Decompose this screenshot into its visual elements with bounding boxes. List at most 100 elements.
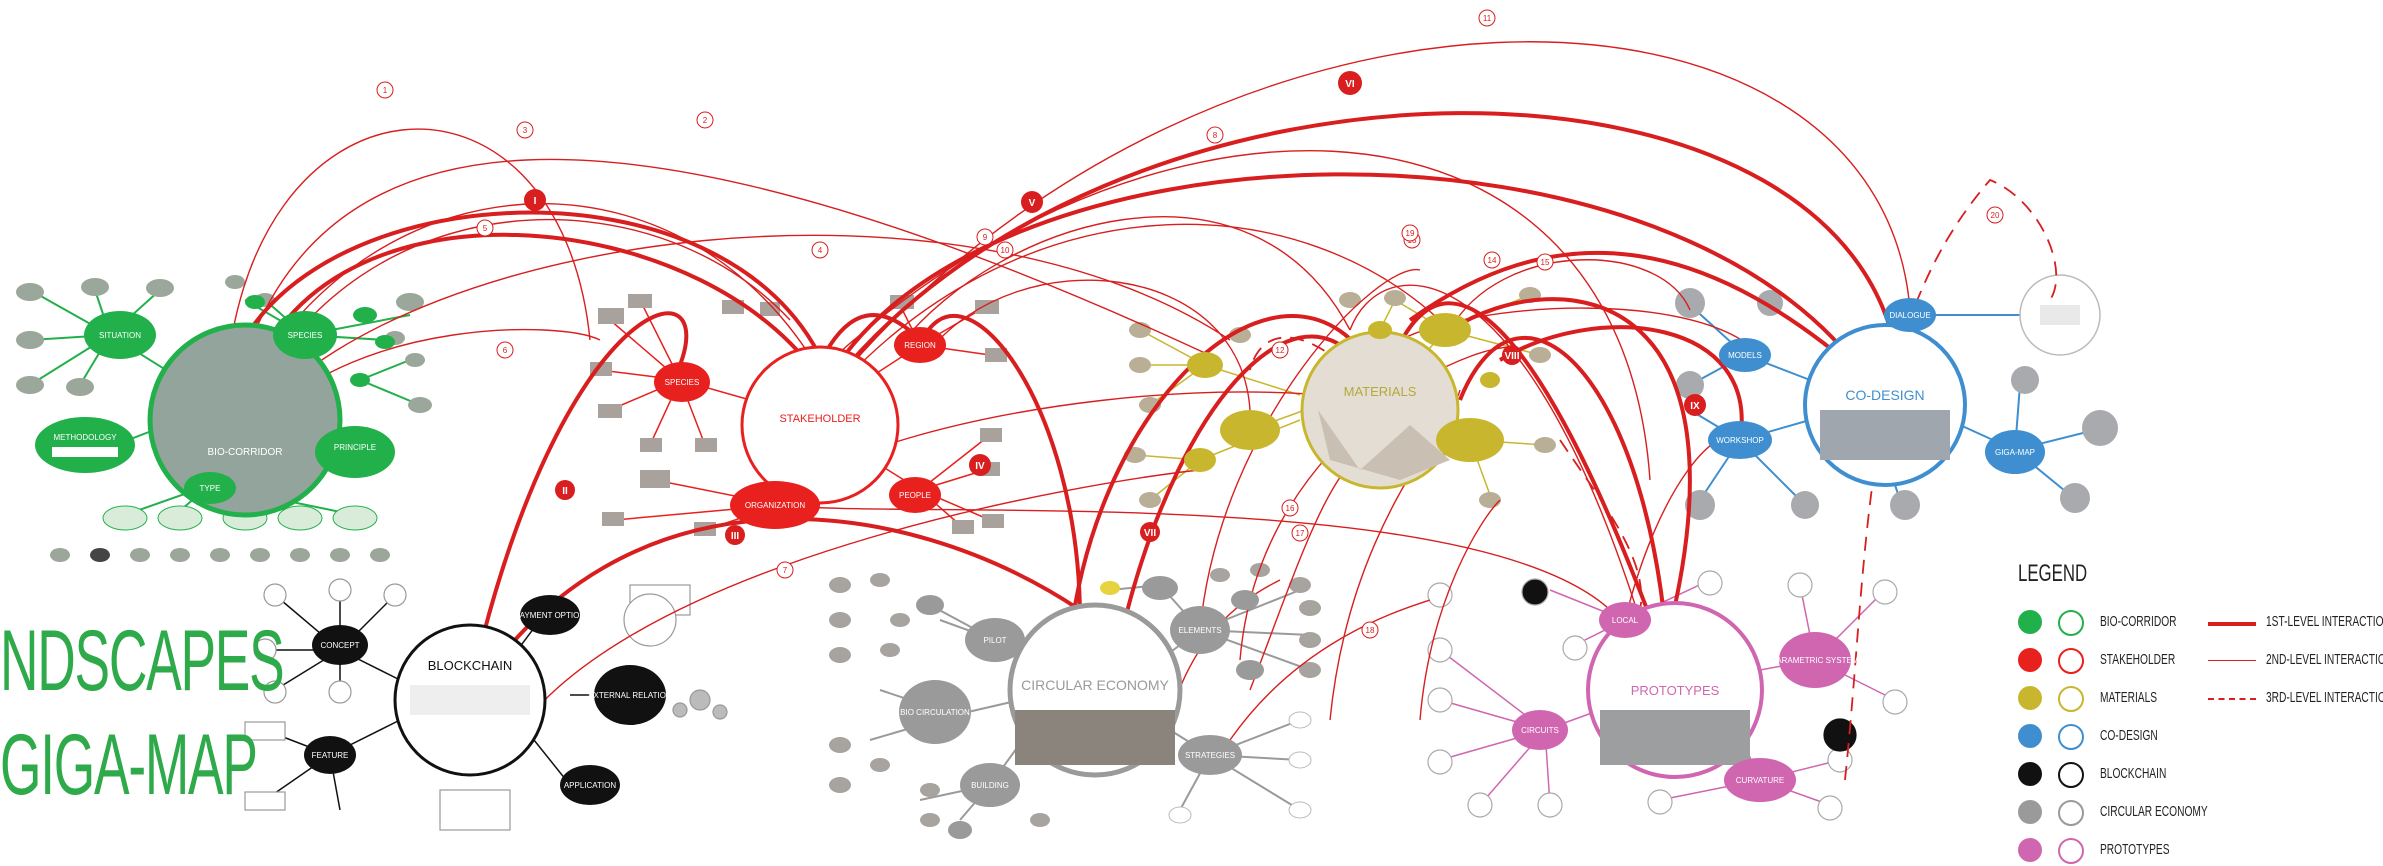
bio-corridor-hub-label: BIO-CORRIDOR [208,447,283,458]
legend-line-label: 2ND-LEVEL INTERACTION [2266,651,2383,668]
legend-row: BLOCKCHAIN [2018,760,2378,790]
svg-text:BUILDING: BUILDING [971,781,1009,790]
node-type: TYPE [184,472,236,504]
blockchain-hub-label: BLOCKCHAIN [428,658,513,673]
marker-4: 4 [811,241,829,259]
map-title-line1: NDSCAPES [0,613,285,709]
marker-20: 20 [1986,206,2004,224]
legend-line-thick [2208,622,2256,626]
marker-10: 10 [996,241,1014,259]
node-workshop: WORKSHOP [1708,421,1772,459]
svg-text:METHODOLOGY: METHODOLOGY [53,433,117,442]
legend-title: LEGEND [2018,560,2088,587]
svg-text:IX: IX [1690,401,1700,412]
svg-text:1: 1 [383,86,388,95]
svg-text:PARAMETRIC SYSTEM: PARAMETRIC SYSTEM [1772,656,1859,665]
blockchain-hub: BLOCKCHAIN [393,623,547,777]
svg-text:18: 18 [1366,626,1375,635]
roman-markers: I II III IV V VI VII VIII IX [524,71,1706,545]
svg-text:III: III [731,531,740,542]
svg-text:IV: IV [975,461,985,472]
svg-text:VII: VII [1144,528,1156,539]
map-title-line2: GIGA-MAP [0,717,258,813]
legend-ring-dot [2058,800,2084,826]
node-application: APPLICATION [560,765,620,805]
node-external-relation: EXTERNAL RELATION [588,665,672,725]
marker-1: 1 [376,81,394,99]
legend-row: STAKEHOLDER 2ND-LEVEL INTERACTION [2018,646,2383,676]
marker-viii: VIII [1502,345,1522,365]
node-principle: PRINCIPLE [315,426,395,478]
svg-text:2: 2 [703,116,708,125]
stakeholder-hub-label: STAKEHOLDER [779,413,860,425]
marker-vii: VII [1140,522,1160,542]
bio-corridor-hub: BIO-CORRIDOR [147,322,343,518]
svg-text:5: 5 [483,224,488,233]
prototypes-thumbnails [1427,570,1908,821]
node-local: LOCAL [1599,602,1651,638]
blockchain-thumbnails [244,578,728,831]
legend-item-label: STAKEHOLDER [2100,651,2176,668]
svg-text:TYPE: TYPE [200,484,221,493]
marker-ix: IX [1684,394,1706,416]
prototypes-hub: PROTOTYPES [1586,601,1764,779]
sub-nodes: SITUATION SPECIES METHODOLOGY PRINCIPLE … [35,295,2045,839]
svg-text:15: 15 [1541,258,1550,267]
legend-line-dashed [2208,698,2256,700]
node-elements: ELEMENTS [1170,606,1230,654]
legend-filled-dot [2018,724,2042,748]
svg-text:17: 17 [1296,529,1305,538]
legend-row: PROTOTYPES [2018,836,2378,866]
node-bio-circulation: BIO CIRCULATION [899,680,971,744]
node-payment-option: PAYMENT OPTION [515,595,585,635]
legend-filled-dot [2018,800,2042,824]
svg-text:VI: VI [1345,79,1355,90]
legend-line-label: 3RD-LEVEL INTERACTION [2266,689,2383,706]
svg-text:DIALOGUE: DIALOGUE [1889,311,1930,320]
marker-5: 5 [476,219,494,237]
svg-text:WORKSHOP: WORKSHOP [1716,436,1764,445]
legend-filled-dot [2018,762,2042,786]
svg-text:4: 4 [818,246,823,255]
legend-ring-dot [2058,724,2084,750]
legend-ring-dot [2058,762,2084,788]
marker-i: I [524,189,546,211]
svg-text:MODELS: MODELS [1728,351,1762,360]
svg-text:APPLICATION: APPLICATION [564,781,617,790]
svg-text:6: 6 [503,346,508,355]
legend-row: MATERIALS 3RD-LEVEL INTERACTION [2018,684,2383,714]
svg-text:PRINCIPLE: PRINCIPLE [334,443,376,452]
legend-filled-dot [2018,648,2042,672]
legend-ring-dot [2058,610,2084,636]
legend-item-label: CIRCULAR ECONOMY [2100,803,2208,820]
legend-line-thin [2208,660,2256,661]
svg-text:11: 11 [1483,14,1492,23]
stakeholder-hub: STAKEHOLDER [740,345,900,505]
node-building: BUILDING [960,763,1020,807]
svg-text:PEOPLE: PEOPLE [899,491,931,500]
node-strategies: STRATEGIES [1178,735,1242,775]
legend-line-label: 1ST-LEVEL INTERACTION [2266,613,2383,630]
materials-hub-label: MATERIALS [1344,384,1417,399]
node-feature: FEATURE [304,736,356,774]
svg-text:SITUATION: SITUATION [99,331,141,340]
node-region: REGION [894,327,946,363]
marker-19: 19 [1401,224,1419,242]
co-design-thumbnails [1675,274,2118,520]
svg-text:LOCAL: LOCAL [1612,616,1639,625]
node-curvature: CURVATURE [1724,758,1796,802]
svg-text:SPECIES: SPECIES [288,331,323,340]
legend-item-label: MATERIALS [2100,689,2158,706]
node-species: SPECIES [273,311,337,359]
node-species-stakeholder: SPECIES [654,362,710,402]
marker-18: 18 [1361,621,1379,639]
svg-text:9: 9 [983,233,988,242]
svg-text:STRATEGIES: STRATEGIES [1185,751,1235,760]
node-people: PEOPLE [889,477,941,513]
marker-iii: III [725,525,745,545]
marker-7: 7 [776,561,794,579]
node-giga-map: GIGA-MAP [1985,430,2045,474]
svg-text:CIRCUITS: CIRCUITS [1521,726,1559,735]
svg-text:14: 14 [1488,256,1497,265]
